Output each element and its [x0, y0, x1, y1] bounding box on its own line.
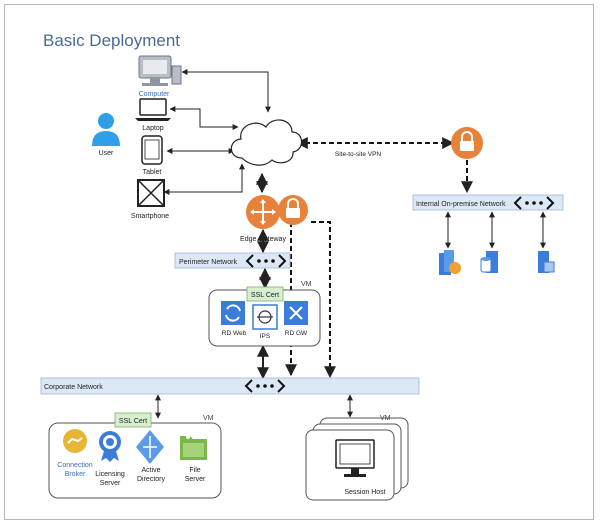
perimeter-vm-label: VM: [301, 281, 312, 288]
session-host-vm-label: VM: [380, 415, 391, 422]
licensing-server-label-line1: Licensing: [95, 471, 125, 478]
file-server-label-line2: Server: [185, 476, 206, 483]
edge-gateway-lock-icon: [278, 195, 308, 225]
rd-gateway-icon: [284, 301, 308, 325]
connectors: [155, 69, 546, 419]
ips-label: IPS: [260, 333, 271, 340]
active-directory-label-line1: Active: [141, 467, 160, 474]
corporate-vm-label: VM: [203, 415, 214, 422]
server-globe-icon: [439, 250, 461, 275]
laptop-label: Laptop: [142, 125, 164, 132]
vpn-lock-icon: [451, 127, 483, 159]
diagram-title: Basic Deployment: [43, 31, 181, 50]
smartphone-cloud-link: [163, 163, 245, 195]
tablet-label: Tablet: [143, 169, 162, 176]
perimeter-network-connector-icon: [245, 254, 287, 268]
session-host-monitor-icon: [335, 439, 375, 477]
user-icon: [92, 113, 120, 146]
corporate-network-connector-icon: [244, 379, 286, 393]
session-host-label: Session Host: [344, 489, 385, 496]
edge-gateway-label: Edge Gateway: [240, 236, 286, 243]
internal-network-connector-icon: [513, 196, 555, 210]
laptop-icon: [135, 98, 171, 121]
internal-network-bar: [412, 194, 564, 211]
computer-label: Computer: [139, 91, 170, 98]
computer-icon: [138, 55, 182, 86]
perimeter-ssl-cert-label: SSL Cert: [251, 292, 279, 299]
internet-cloud-icon: [230, 119, 303, 166]
file-server-label-line1: File: [189, 467, 200, 474]
server-database-icon: [480, 251, 498, 273]
smartphone-label: Smartphone: [131, 213, 169, 220]
internal-network-label: Internal On-premise Network: [416, 201, 506, 208]
corporate-ssl-cert-badge: [114, 412, 152, 428]
ips-icon: [252, 304, 278, 330]
connection-broker-label-line2: Broker: [65, 471, 86, 478]
active-directory-icon: [136, 430, 164, 464]
laptop-cloud-link: [169, 106, 239, 130]
tablet-icon: [141, 135, 163, 165]
gateway-sessionhost-dashed-link: [311, 221, 336, 379]
perimeter-ssl-cert-badge: [246, 286, 284, 302]
rd-web-icon: [221, 301, 245, 325]
licensing-server-icon: [99, 431, 121, 462]
corporate-ssl-cert-label: SSL Cert: [119, 418, 147, 425]
rd-gateway-label: RD GW: [285, 330, 308, 337]
smartphone-icon: [137, 179, 165, 207]
perimeter-network-bar: [174, 252, 291, 269]
active-directory-label-line2: Directory: [137, 476, 166, 483]
user-label: User: [99, 150, 114, 157]
server-app-icon: [538, 251, 555, 273]
connection-broker-label-line1: Connection: [57, 462, 93, 469]
computer-cloud-link: [181, 69, 271, 113]
vpn-label: Site-to-site VPN: [335, 151, 382, 158]
file-server-icon: [180, 435, 207, 460]
corporate-network-bar: [40, 377, 420, 395]
perimeter-network-label: Perimeter Network: [179, 259, 237, 266]
connection-broker-icon: [63, 429, 87, 453]
corporate-network-label: Corporate Network: [44, 384, 103, 391]
rd-web-label: RD Web: [222, 330, 247, 337]
licensing-server-label-line2: Server: [100, 480, 121, 487]
edge-gateway-router-icon: [246, 195, 280, 229]
